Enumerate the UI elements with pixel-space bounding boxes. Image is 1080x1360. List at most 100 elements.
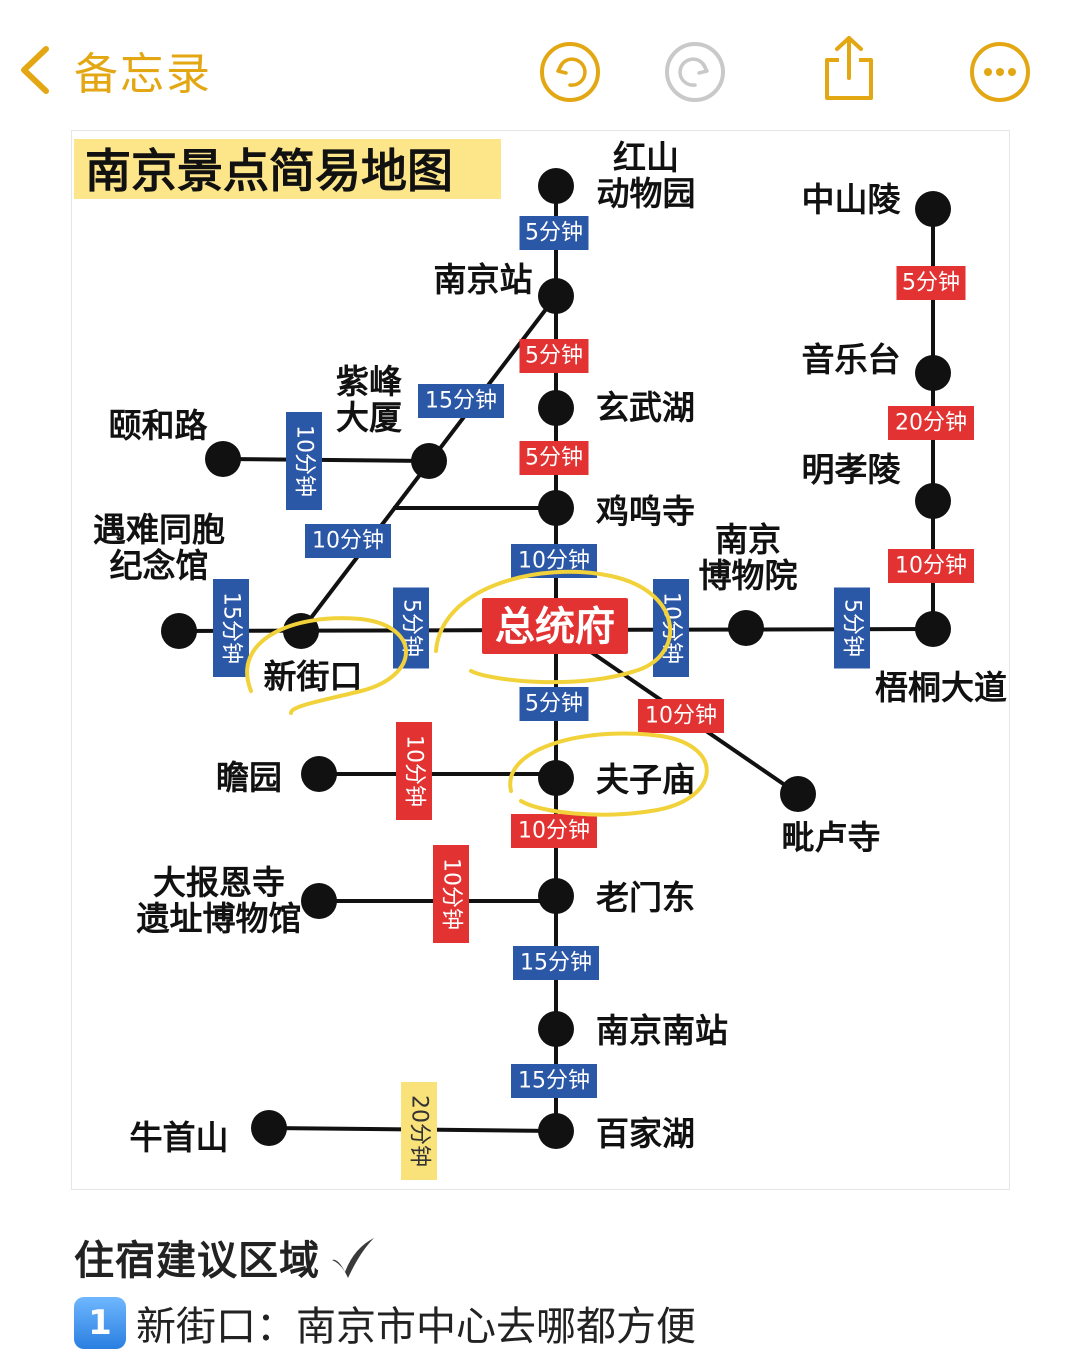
svg-text:15分钟: 15分钟 <box>520 951 592 976</box>
station-label-nanjing_nan: 南京南站 <box>596 1011 728 1050</box>
station-dot-yinyuetai <box>915 355 951 391</box>
station-label-zifeng: 紫峰大厦 <box>336 362 402 437</box>
hand-circle-2 <box>508 731 709 817</box>
svg-text:15分钟: 15分钟 <box>219 592 244 664</box>
station-labels: 红山动物园南京站玄武湖鸡鸣寺夫子庙老门东南京南站百家湖牛首山大报恩寺遗址博物馆瞻… <box>93 138 1007 1157</box>
time-tag-yihe_zifeng: 10分钟 <box>286 412 322 510</box>
station-label-nanjing_zhan: 南京站 <box>434 260 533 299</box>
route-line-8 <box>222 457 430 463</box>
station-label-xinjiekou: 新街口 <box>264 657 363 696</box>
section-title-text: 住宿建议区域 <box>74 1238 320 1284</box>
toolbar: 备忘录 <box>0 0 1080 130</box>
time-tag-yunan_xjk: 15分钟 <box>213 579 249 677</box>
station-dot-yiheLu <box>205 441 241 477</box>
time-tag-niushou_bjh: 20分钟 <box>401 1082 437 1180</box>
station-label-yunan: 遇难同胞纪念馆 <box>93 510 225 585</box>
back-label: 备忘录 <box>74 49 212 100</box>
hand-circle-1 <box>434 569 673 685</box>
station-label-nanjing_bowuyuan: 南京博物院 <box>699 520 798 595</box>
station-dot-zifeng <box>411 443 447 479</box>
time-tag-zhanyuan_fzm: 10分钟 <box>396 722 432 820</box>
station-dot-mingxiaoling <box>915 483 951 519</box>
station-dot-nanjing_zhan <box>538 278 574 314</box>
share-button[interactable] <box>817 34 881 104</box>
time-tag-ztf_pilu: 10分钟 <box>638 699 724 733</box>
time-tag-ztf_fzm: 5分钟 <box>519 687 589 721</box>
station-label-yinyuetai: 音乐台 <box>802 340 901 379</box>
hand-drawn-circles <box>245 569 709 817</box>
station-dots <box>161 168 951 1149</box>
station-label-baijiahu: 百家湖 <box>596 1114 695 1153</box>
station-label-fuzimiao: 夫子庙 <box>596 760 695 799</box>
chevron-left-icon <box>21 46 49 94</box>
time-tag-xjk_ztf: 5分钟 <box>393 587 429 669</box>
station-label-zhanyuan: 瞻园 <box>216 758 282 797</box>
station-dot-fuzimiao <box>538 760 574 796</box>
station-label-yiheLu: 颐和路 <box>109 406 209 445</box>
redo-icon <box>665 42 725 102</box>
time-tag-lmd_njn: 15分钟 <box>513 946 599 980</box>
svg-text:10分钟: 10分钟 <box>439 858 464 930</box>
undo-button[interactable] <box>538 40 602 104</box>
svg-text:10分钟: 10分钟 <box>645 704 717 729</box>
station-dot-xuanwuhu <box>538 390 574 426</box>
check-icon <box>332 1238 374 1278</box>
svg-text:5分钟: 5分钟 <box>525 692 583 717</box>
station-dot-laomendong <box>538 878 574 914</box>
time-tags: 5分钟 5分钟 15分钟 5分钟 10分钟 10分钟 10分钟 15分钟 5分钟 10分钟 5分钟 5… <box>213 216 974 1180</box>
svg-text:20分钟: 20分钟 <box>407 1095 432 1167</box>
station-label-xuanwuhu: 玄武湖 <box>596 388 695 427</box>
time-tag-bwy_wutong: 5分钟 <box>834 587 870 669</box>
time-tag-zsl_yyt: 5分钟 <box>896 266 966 300</box>
svg-text:10分钟: 10分钟 <box>895 554 967 579</box>
back-button[interactable]: 备忘录 <box>18 38 212 102</box>
time-tag-njz_xwh: 5分钟 <box>519 339 589 373</box>
svg-text:5分钟: 5分钟 <box>902 271 960 296</box>
station-label-zhongshanling: 中山陵 <box>802 180 901 219</box>
list-item-text: 新街口：南京市中心去哪都方便 <box>136 1304 696 1350</box>
svg-text:5分钟: 5分钟 <box>399 599 424 657</box>
station-dot-nanjing_nan <box>538 1011 574 1047</box>
svg-text:5分钟: 5分钟 <box>840 599 865 657</box>
svg-text:10分钟: 10分钟 <box>402 735 427 807</box>
station-dot-yunan <box>161 613 197 649</box>
time-tag-njz_zifeng: 15分钟 <box>418 384 504 418</box>
station-dot-wutong <box>915 611 951 647</box>
svg-text:5分钟: 5分钟 <box>525 221 583 246</box>
station-dot-jimingsi <box>538 490 574 526</box>
section-title: 住宿建议区域 <box>74 1228 378 1286</box>
time-tag-mxl_wutong: 10分钟 <box>888 549 974 583</box>
time-tag-yyt_mxl: 20分钟 <box>888 406 974 440</box>
station-dot-zhongshanling <box>915 191 951 227</box>
time-tag-hongshan_njz: 5分钟 <box>519 216 589 250</box>
time-tag-fzm_lmd: 10分钟 <box>511 814 597 848</box>
svg-text:5分钟: 5分钟 <box>525 446 583 471</box>
station-label-laomendong: 老门东 <box>596 878 695 917</box>
station-label-jimingsi: 鸡鸣寺 <box>596 492 695 531</box>
map-title-highlight <box>74 139 501 199</box>
station-dot-pilusi <box>780 776 816 812</box>
station-dot-nanjing_bowuyuan <box>728 610 764 646</box>
station-label-hongshan: 红山动物园 <box>597 138 696 213</box>
station-dot-niushoushan <box>251 1110 287 1146</box>
time-tag-zifeng_xjk: 10分钟 <box>305 524 391 558</box>
more-icon <box>970 42 1030 102</box>
svg-text:15分钟: 15分钟 <box>425 389 497 414</box>
station-dot-hongshan <box>538 168 574 204</box>
time-tag-dabaoen_lmd: 10分钟 <box>433 845 469 943</box>
svg-text:10分钟: 10分钟 <box>518 819 590 844</box>
undo-icon <box>540 42 600 102</box>
redo-button[interactable] <box>663 40 727 104</box>
station-label-niushoushan: 牛首山 <box>130 1118 229 1157</box>
station-label-mingxiaoling: 明孝陵 <box>802 450 901 489</box>
station-label-wutong: 梧桐大道 <box>875 668 1007 707</box>
more-button[interactable] <box>968 40 1032 104</box>
svg-text:总统府: 总统府 <box>495 604 615 650</box>
station-dot-baijiahu <box>538 1113 574 1149</box>
station-badge-zongtongfu: 总统府 <box>482 598 628 654</box>
svg-text:10分钟: 10分钟 <box>292 425 317 497</box>
map-title: 南京景点简易地图 <box>85 144 453 198</box>
number-badge: 1 <box>74 1297 126 1349</box>
